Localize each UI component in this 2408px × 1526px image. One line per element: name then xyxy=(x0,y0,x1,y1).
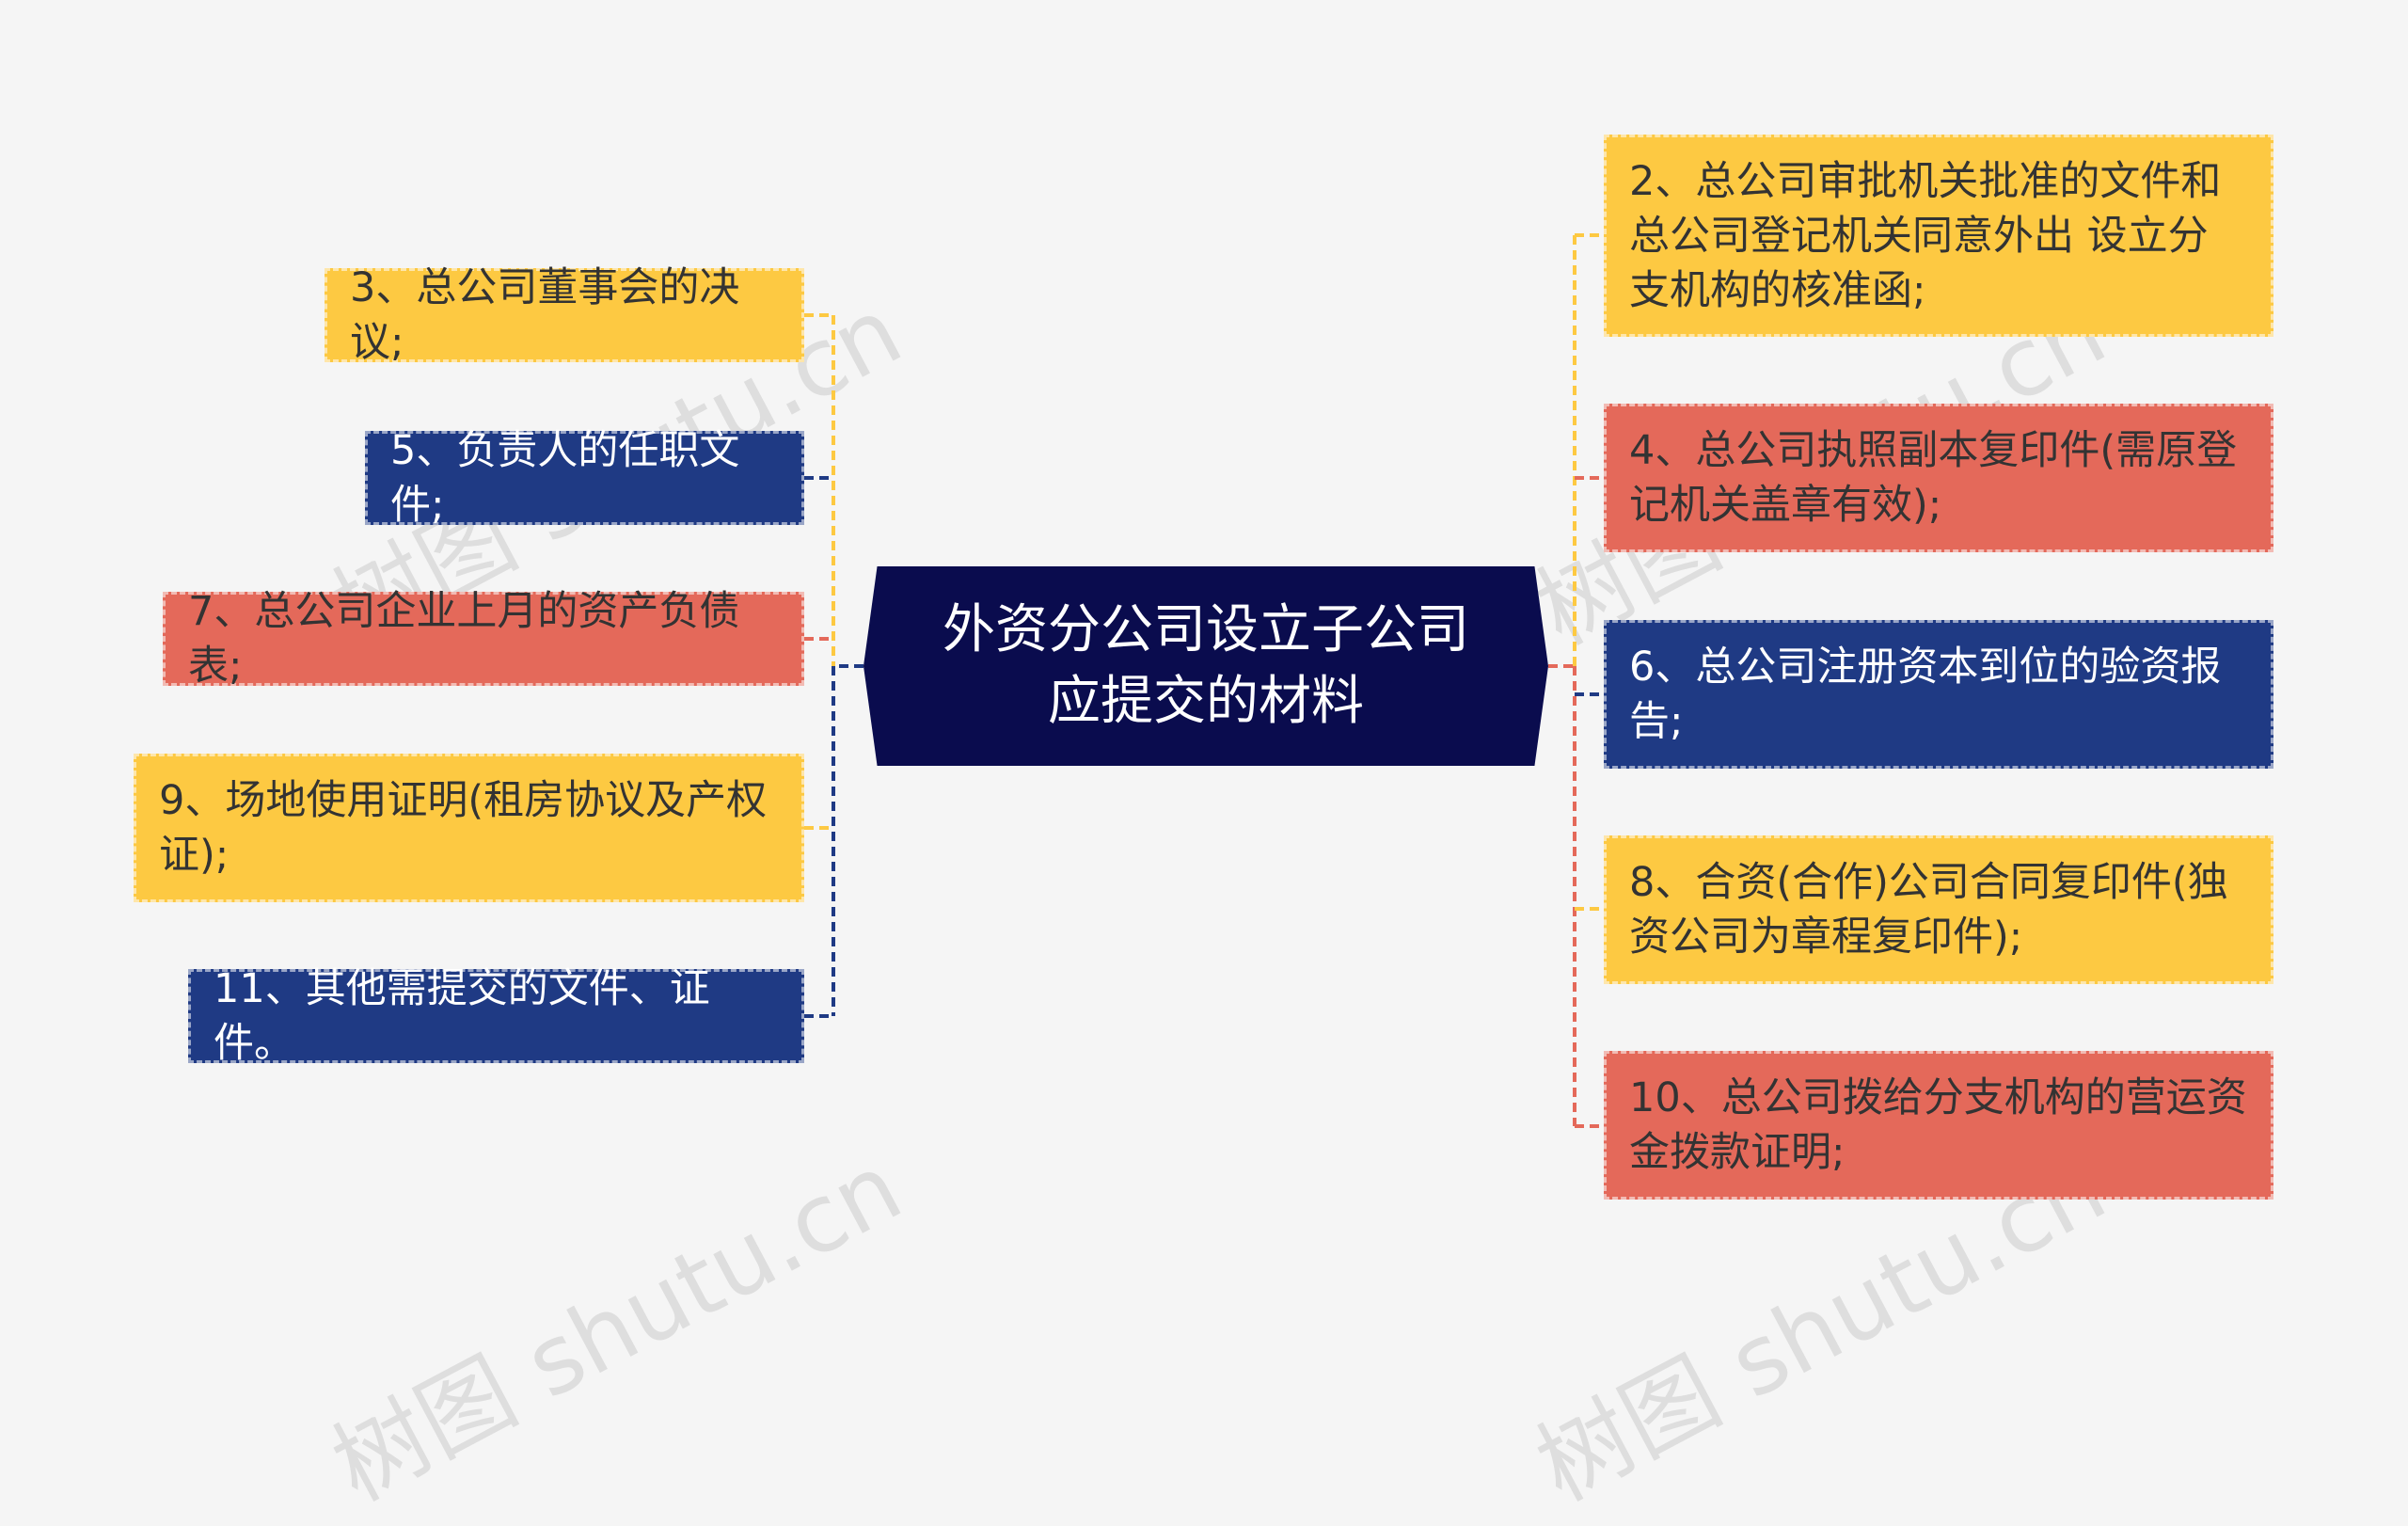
topic-node-right-2[interactable]: 4、总公司执照副本复印件(需原登记机关盖章有效); xyxy=(1604,404,2273,552)
topic-node-left-3[interactable]: 7、总公司企业上月的资产负债表; xyxy=(163,588,804,690)
topic-label: 9、场地使用证明(租房协议及产权证); xyxy=(159,777,768,879)
topic-label: 6、总公司注册资本到位的验资报告; xyxy=(1629,644,2222,745)
topic-node-left-1[interactable]: 3、总公司董事会的决议; xyxy=(325,264,804,366)
topic-node-right-5[interactable]: 10、总公司拨给分支机构的营运资金拨款证明; xyxy=(1604,1051,2273,1200)
topic-node-left-4[interactable]: 9、场地使用证明(租房协议及产权证); xyxy=(134,754,804,902)
topic-label: 5、负责人的任职文件; xyxy=(390,427,740,529)
topic-label: 7、总公司企业上月的资产负债表; xyxy=(188,588,740,690)
topic-label: 10、总公司拨给分支机构的营运资金拨款证明; xyxy=(1629,1074,2247,1176)
topic-label: 2、总公司审批机关批准的文件和总公司登记机关同意外出 设立分支机构的核准函; xyxy=(1629,157,2222,314)
central-topic-label: 外资分公司设立子公司应提交的材料 xyxy=(943,599,1469,732)
central-topic[interactable]: 外资分公司设立子公司应提交的材料 xyxy=(863,566,1548,766)
topic-node-left-5[interactable]: 11、其他需提交的文件、证件。 xyxy=(188,965,804,1067)
mind-map: 树图 shutu.cn 树图 shutu.cn 树图 shutu.cn 树图 s… xyxy=(134,135,2273,1522)
topic-label: 4、总公司执照副本复印件(需原登记机关盖章有效); xyxy=(1629,427,2238,529)
connector-lines xyxy=(804,233,1604,1128)
topic-label: 3、总公司董事会的决议; xyxy=(350,264,740,366)
topic-label: 8、合资(合作)公司合同复印件(独资公司为章程复印件); xyxy=(1629,859,2228,961)
topic-node-right-4[interactable]: 8、合资(合作)公司合同复印件(独资公司为章程复印件); xyxy=(1604,835,2273,984)
topic-label: 11、其他需提交的文件、证件。 xyxy=(214,965,710,1067)
topic-node-right-3[interactable]: 6、总公司注册资本到位的验资报告; xyxy=(1604,620,2273,769)
topic-node-right-1[interactable]: 2、总公司审批机关批准的文件和总公司登记机关同意外出 设立分支机构的核准函; xyxy=(1604,135,2273,337)
topic-node-left-2[interactable]: 5、负责人的任职文件; xyxy=(365,427,804,529)
